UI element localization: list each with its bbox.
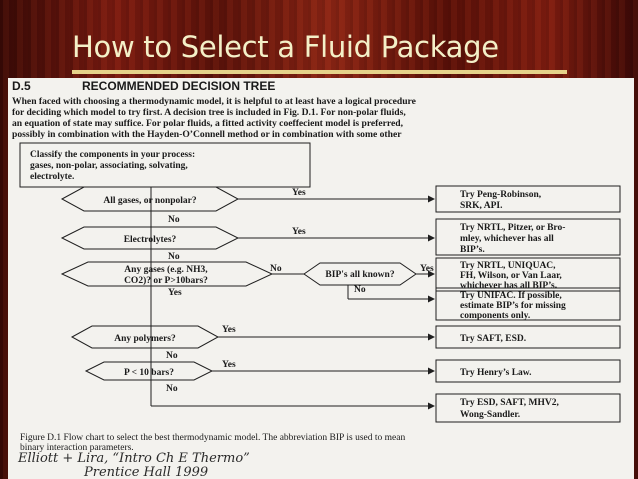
result-saft-esd-label: Try SAFT, ESD. (460, 334, 526, 344)
scanned-textbook-page: D.5 RECOMMENDED DECISION TREE When faced… (8, 78, 634, 479)
decision-polymers-label: Any polymers? (114, 334, 176, 344)
section-title: RECOMMENDED DECISION TREE (82, 79, 275, 93)
decision-gases-pressure-line-2: CO2)? or P>10bars? (124, 275, 208, 286)
no-label-d2: No (168, 252, 180, 262)
classify-line-2: gases, non-polar, associating, solvating… (30, 161, 188, 171)
result-esd-saft-mhv2-line-2: Wong-Sandler. (460, 410, 520, 420)
result-unifac-line-3: components only. (460, 311, 530, 321)
result-nrtl-uniquac-line-1: Try NRTL, UNIQUAC, (460, 261, 556, 271)
no-label-d1: No (168, 215, 180, 225)
yes-label-d1: Yes (292, 188, 306, 198)
decision-gases-pressure-line-1: Any gases (e.g. NH3, (124, 264, 208, 275)
result-esd-saft-mhv2-line-1: Try ESD, SAFT, MHV2, (460, 398, 559, 408)
paragraph-line-2: for deciding which model to try first. A… (12, 107, 406, 118)
result-nrtl-pitzer-line-3: BIP’s. (460, 245, 485, 255)
handwritten-citation-line-1: Elliott + Lira, “Intro Ch E Thermo” (17, 451, 250, 466)
decision-tree-figure: D.5 RECOMMENDED DECISION TREE When faced… (8, 78, 634, 479)
result-nrtl-uniquac-line-3: whichever has all BIP’s. (460, 281, 557, 291)
decision-pressure-low-label: P < 10 bars? (124, 368, 174, 378)
yes-label-d3: Yes (168, 288, 182, 298)
paragraph-line-4: possibly in combination with the Hayden-… (12, 129, 402, 140)
classify-line-1: Classify the components in your process: (30, 150, 195, 160)
yes-label-d2: Yes (292, 227, 306, 237)
decision-electrolytes-label: Electrolytes? (124, 235, 177, 245)
decision-gases-nonpolar-label: All gases, or nonpolar? (103, 196, 197, 206)
result-peng-robinson-line-1: Try Peng-Robinson, (460, 190, 542, 200)
result-henrys-law-label: Try Henry’s Law. (460, 368, 532, 378)
no-label-d6: No (166, 384, 178, 394)
result-nrtl-pitzer-line-1: Try NRTL, Pitzer, or Bro- (460, 223, 565, 233)
yes-label-d5: Yes (222, 325, 236, 335)
result-unifac-line-2: estimate BIP’s for missing (460, 301, 566, 311)
title-underline (72, 70, 567, 74)
result-nrtl-pitzer-line-2: mley, whichever has all (460, 234, 554, 244)
classify-line-3: electrolyte. (30, 172, 74, 182)
paragraph-line-1: When faced with choosing a thermodynamic… (12, 96, 417, 107)
no-label-d5: No (166, 351, 178, 361)
yes-label-d6: Yes (222, 360, 236, 370)
paragraph-line-3: an equation of state may suffice. For po… (12, 118, 404, 129)
figure-caption-line-1: Figure D.1 Flow chart to select the best… (20, 433, 405, 443)
handwritten-citation-line-2: Prentice Hall 1999 (83, 465, 208, 479)
no-label-d3: No (270, 264, 282, 274)
result-nrtl-uniquac-line-2: FH, Wilson, or Van Laar, (460, 271, 562, 281)
section-number: D.5 (12, 79, 31, 93)
yes-label-d4: Yes (420, 264, 434, 274)
decision-bip-known-label: BIP's all known? (325, 270, 394, 280)
result-peng-robinson-line-2: SRK, API. (460, 201, 503, 211)
slide-title: How to Select a Fluid Package (72, 30, 499, 64)
result-unifac-line-1: Try UNIFAC. If possible, (460, 291, 562, 301)
no-label-d4: No (354, 285, 366, 295)
